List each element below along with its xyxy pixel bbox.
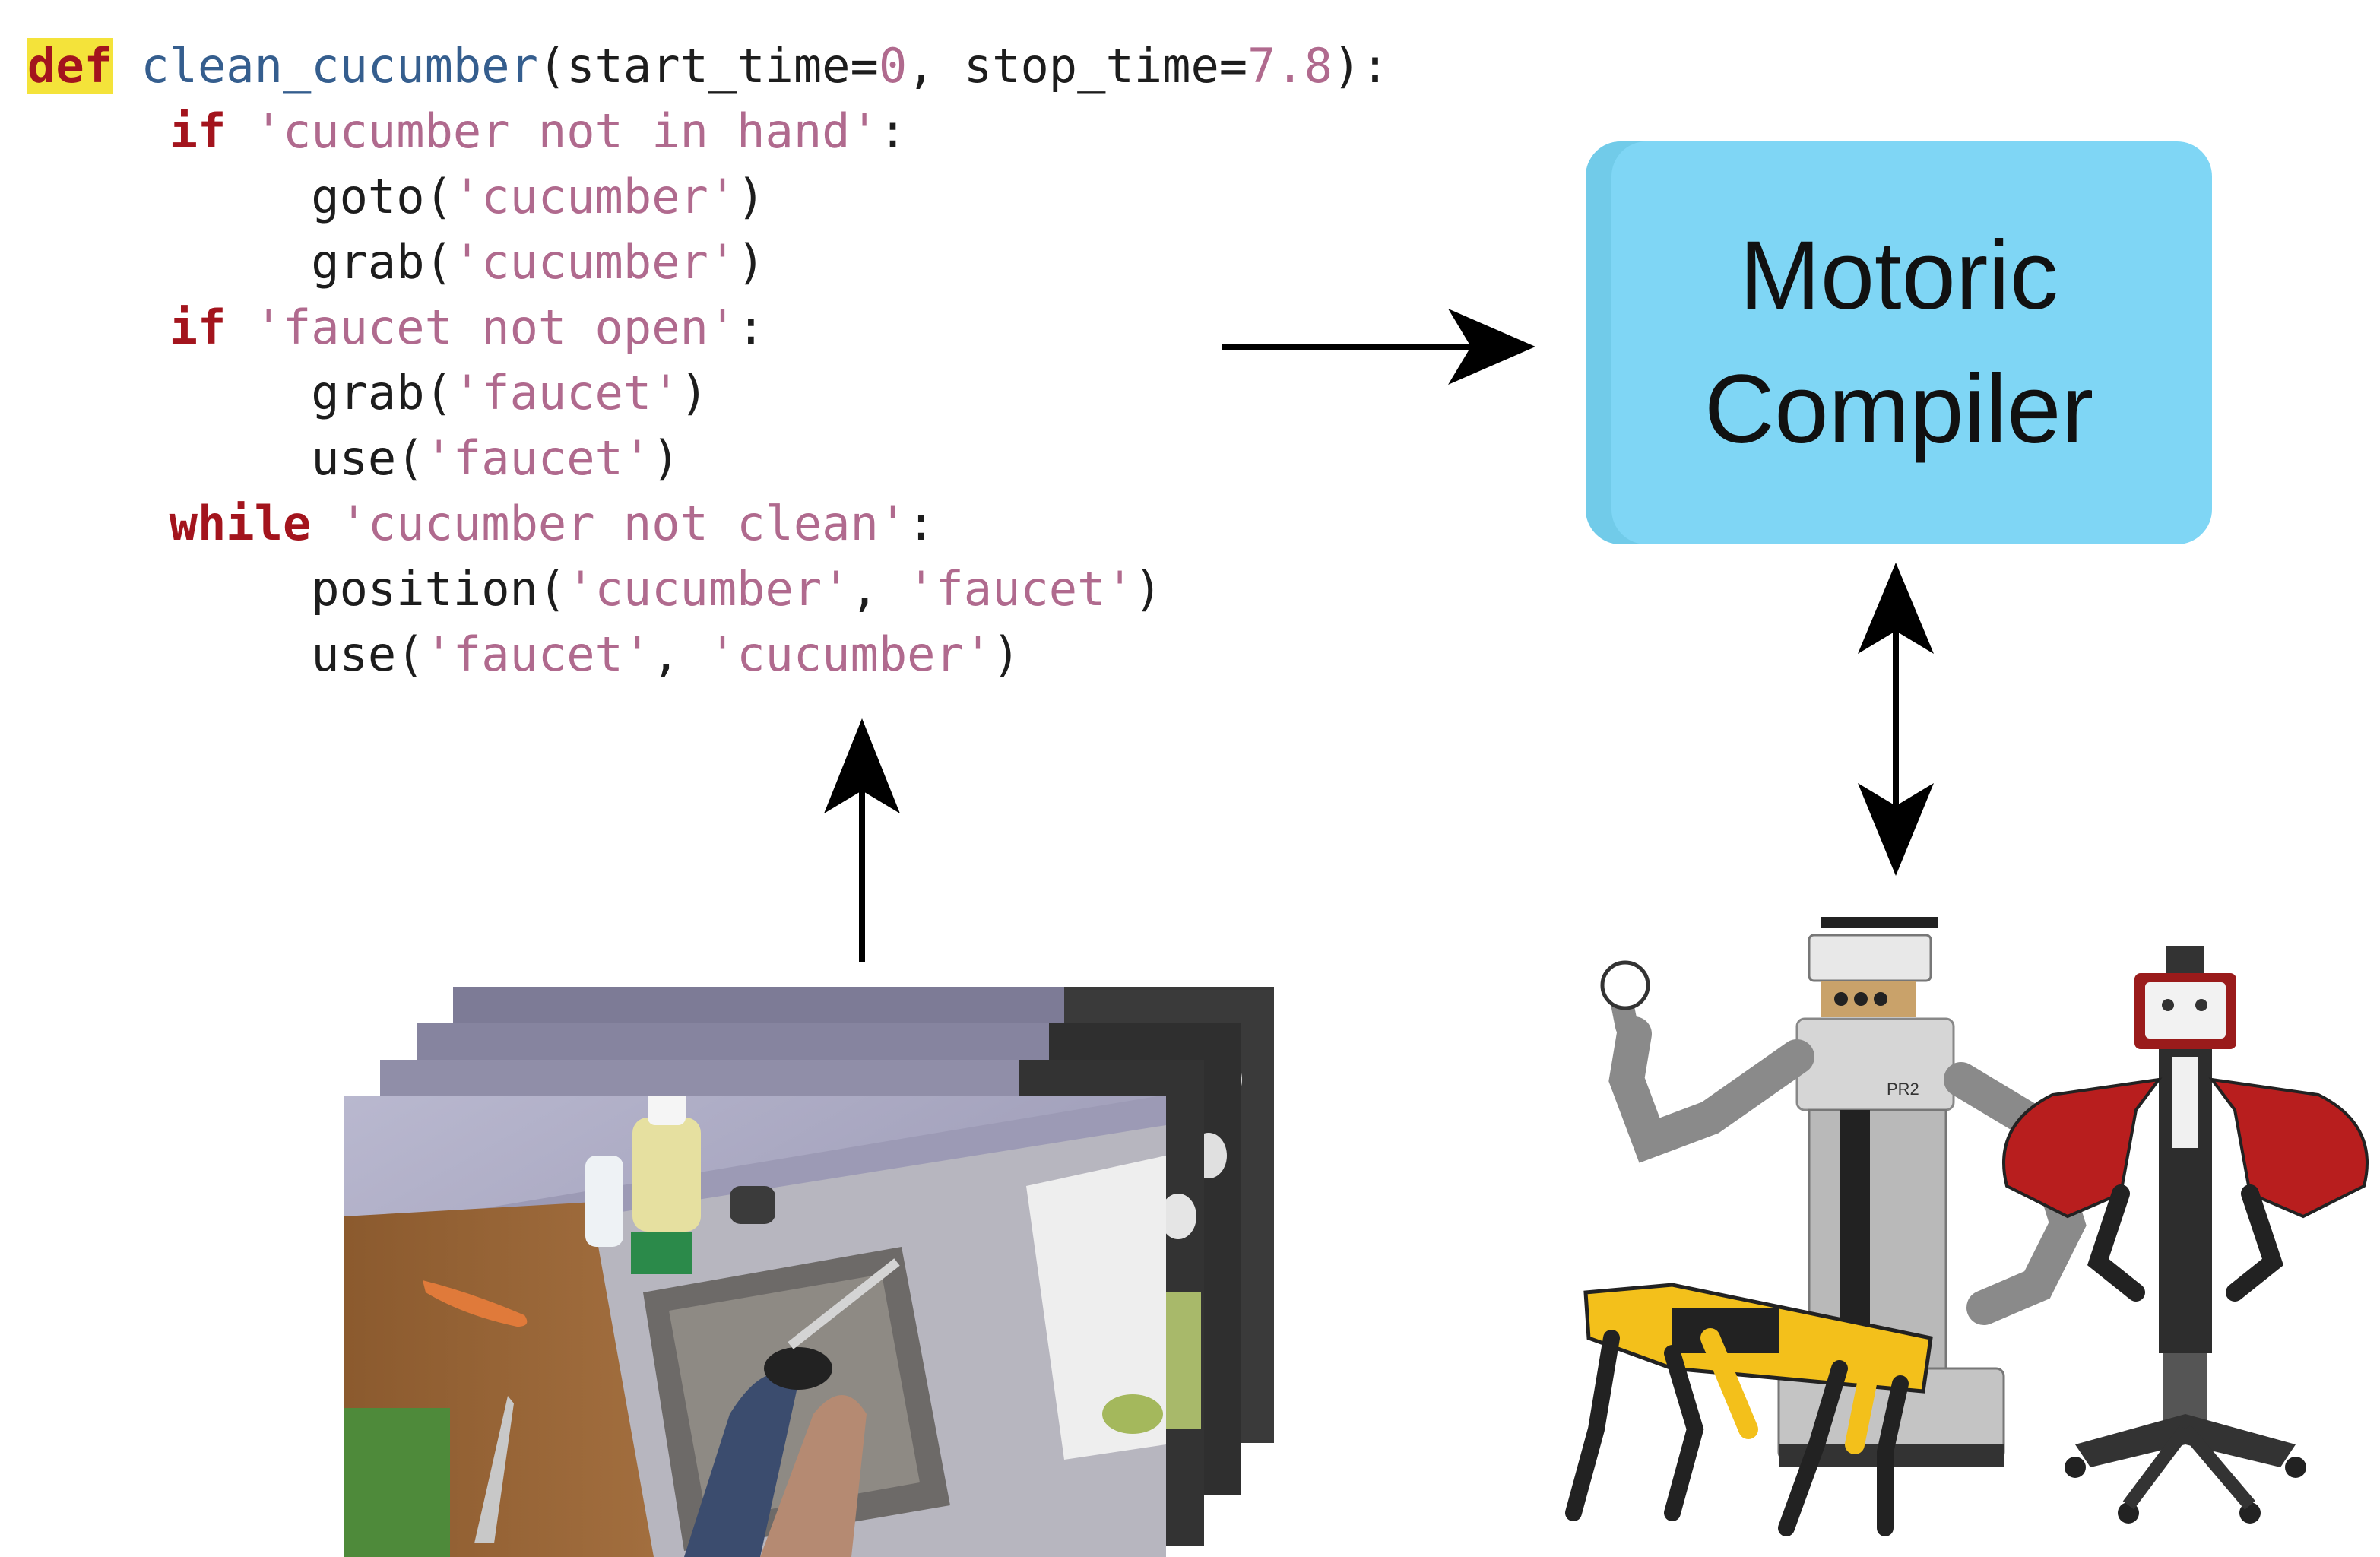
code-token: , <box>850 561 908 617</box>
compiler-label-line2: Compiler <box>1703 355 2094 464</box>
code-token: (start_time= <box>537 38 879 94</box>
code-string: 'faucet' <box>424 626 652 682</box>
code-line: use('faucet', 'cucumber') <box>27 622 1390 687</box>
code-string: 'cucumber' <box>566 561 851 617</box>
code-string: 'cucumber' <box>452 234 737 290</box>
spot-robot <box>1565 1283 1933 1536</box>
code-string: 'cucumber' <box>452 169 737 224</box>
baxter-robot <box>2002 946 2369 1524</box>
code-line: while 'cucumber not clean': <box>27 491 1390 557</box>
code-line: if 'cucumber not in hand': <box>27 99 1390 164</box>
code-line: grab('cucumber') <box>27 230 1390 295</box>
arrow-code-to-compiler <box>1222 309 1535 385</box>
code-line: def clean_cucumber(start_time=0, stop_ti… <box>27 33 1390 99</box>
code-token: ) <box>1133 561 1163 617</box>
code-token: 0 <box>878 38 908 94</box>
arrow-compiler-robots-bidirectional <box>1858 563 1934 876</box>
code-token: goto( <box>27 169 453 224</box>
code-token: grab( <box>27 234 453 290</box>
code-token: : <box>737 300 765 355</box>
code-string: 'faucet not open' <box>254 300 737 355</box>
code-line: if 'faucet not open': <box>27 295 1390 360</box>
code-token: position( <box>27 561 567 617</box>
motoric-compiler-box: Motoric Compiler <box>1586 141 2212 544</box>
code-token: ) <box>992 626 1021 682</box>
arrow-video-to-code <box>824 718 900 962</box>
code-string: 'faucet' <box>424 430 652 486</box>
code-token: ) <box>680 365 708 420</box>
code-keyword: def <box>27 38 113 94</box>
code-listing: def clean_cucumber(start_time=0, stop_ti… <box>27 33 1390 687</box>
code-token: , <box>651 626 708 682</box>
code-line: position('cucumber', 'faucet') <box>27 557 1390 622</box>
video-frame-1 <box>344 1096 1166 1557</box>
code-string: 'faucet' <box>452 365 680 420</box>
code-line: grab('faucet') <box>27 360 1390 426</box>
code-token: ) <box>737 169 765 224</box>
code-token: ) <box>651 430 680 486</box>
code-string: 'cucumber not clean' <box>339 496 908 551</box>
code-token: : <box>907 496 936 551</box>
code-token: : <box>878 103 908 159</box>
code-token: use( <box>27 430 425 486</box>
pr2-logo: PR2 <box>1887 1080 1919 1099</box>
code-line: use('faucet') <box>27 426 1390 491</box>
code-token: ) <box>737 234 765 290</box>
code-token: ): <box>1333 38 1390 94</box>
code-string: 'faucet' <box>907 561 1134 617</box>
code-keyword: if <box>169 300 227 355</box>
code-token: use( <box>27 626 425 682</box>
code-token: , stop_time= <box>907 38 1248 94</box>
code-line: goto('cucumber') <box>27 164 1390 230</box>
code-string: 'cucumber not in hand' <box>254 103 879 159</box>
code-token: grab( <box>27 365 453 420</box>
code-function-name: clean_cucumber <box>141 38 538 94</box>
code-string: 'cucumber' <box>708 626 993 682</box>
code-token: 7.8 <box>1247 38 1333 94</box>
code-keyword: if <box>169 103 227 159</box>
compiler-label-line1: Motoric <box>1739 221 2058 330</box>
code-keyword: while <box>169 496 312 551</box>
